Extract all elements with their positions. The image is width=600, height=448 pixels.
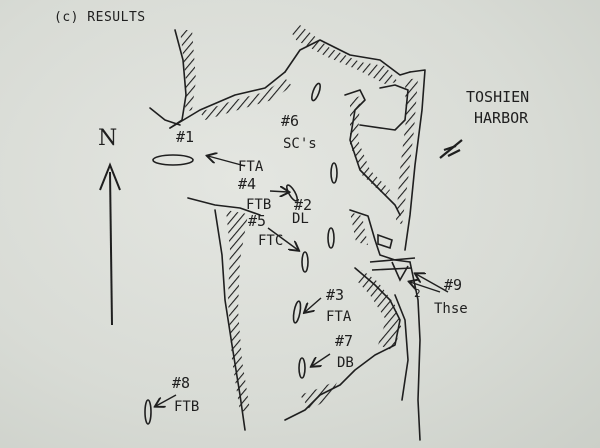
ship-4-id: #4	[238, 175, 257, 193]
ship-3-marker	[292, 300, 302, 324]
ship-7-id: #7	[335, 332, 354, 350]
ship-8-label: FTB	[174, 399, 200, 415]
ship-5-label: FTC	[258, 233, 284, 249]
ship-1-marker	[152, 154, 194, 166]
ship-9-label: Thse	[434, 301, 468, 317]
ship-4-label: FTB	[246, 197, 272, 213]
ship-8-marker	[144, 399, 152, 425]
harbor-name-line1: TOSHIEN	[466, 88, 530, 106]
pointer-arrows	[156, 156, 449, 406]
section-label: (c) RESULTS	[54, 10, 146, 25]
harbor-name-line2: HARBOR	[474, 109, 529, 127]
ship-7-label: DB	[337, 355, 354, 371]
ship-6-label: SC's	[283, 136, 317, 152]
ship-3-label: FTA	[326, 309, 352, 325]
north-arrow	[99, 162, 121, 326]
wind-mark	[439, 139, 463, 159]
ship-2-label: DL	[292, 211, 309, 227]
ship-5-id: #5	[248, 212, 267, 230]
ship-1-id: #1	[176, 128, 195, 146]
ship-7-marker	[298, 357, 306, 379]
ship-9-id: #9	[444, 276, 463, 294]
ship-2-id: #2	[294, 196, 313, 214]
ship-6-id: #6	[281, 112, 300, 130]
ship-6b-marker	[330, 162, 338, 184]
ship-1-label: FTA	[238, 159, 264, 175]
dock-structures	[369, 233, 416, 282]
ship-3-id: #3	[326, 286, 345, 304]
ship-6a-marker	[311, 82, 321, 102]
north-label: N	[98, 126, 118, 151]
ship-5-marker	[301, 251, 309, 273]
land-hatching	[180, 25, 418, 412]
ship-dl-marker	[327, 227, 335, 249]
ship-8-id: #8	[172, 374, 191, 392]
small-number-mark: 2	[414, 287, 421, 300]
